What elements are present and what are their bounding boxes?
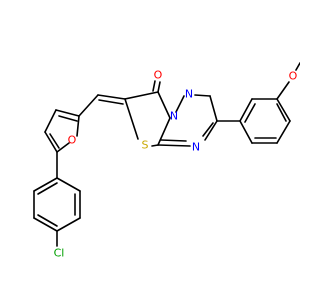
bond-f1-double (58, 115, 78, 122)
triazole-ring (157, 94, 218, 147)
chlorophenyl-ring (33, 177, 81, 247)
bond-c5-ch-double (98, 99, 124, 105)
bond-c2-n3 (204, 120, 218, 141)
bond-n3-c8a (157, 144, 191, 147)
bond-f4 (56, 142, 70, 153)
bond-n3-c8a-double (160, 139, 187, 142)
bond-b4 (276, 120, 291, 144)
thiazolone-ring (124, 91, 171, 147)
bond-n-c8a (157, 117, 171, 146)
furan-oxygen-label: O (68, 134, 77, 147)
bond-b6 (239, 120, 253, 144)
bond-f2 (44, 109, 57, 133)
bond-c2-n3-double (202, 122, 214, 137)
bond-o-c1 (295, 62, 300, 71)
bond-c-o-2 (152, 80, 156, 92)
bond-ch-furan (78, 94, 99, 117)
bond-p4 (33, 217, 58, 232)
butoxyphenyl-ring (239, 98, 291, 144)
thiazole-sulfur-label: S (142, 139, 149, 152)
bond-p4-double (37, 214, 58, 227)
bond-f3 (44, 131, 58, 153)
bond-b3 (276, 98, 291, 122)
bond-ring-o (276, 81, 290, 100)
bond-b3-double (276, 103, 287, 122)
bond-n-n (175, 95, 185, 113)
bond-f1 (55, 109, 80, 117)
butoxy-chain (276, 62, 300, 100)
molecule-structure: O N N N S O O Cl (33, 62, 300, 260)
bond-p3 (56, 217, 81, 232)
ether-oxygen-label: O (289, 70, 298, 83)
ring-nitrogen-3-label: N (192, 141, 200, 154)
bond-b1-double (244, 103, 256, 123)
bond-b1 (239, 98, 253, 122)
furan-ring (44, 109, 80, 153)
bond-c5-ch (97, 94, 126, 100)
atom-labels: O N N N S O O Cl (54, 69, 298, 260)
bond-c5-c6 (124, 91, 159, 100)
bond-c8a-s (151, 144, 159, 147)
ring-nitrogen-1-label: N (170, 110, 178, 123)
bond-c6-n (157, 91, 171, 119)
bond-p6-double (37, 182, 58, 195)
bond-p6 (33, 177, 58, 192)
molecule-canvas: O N N N S O O Cl (33, 62, 300, 260)
bond-c-o-1 (157, 81, 161, 93)
bond-p1 (56, 177, 81, 192)
exocyclic-alkene (78, 94, 126, 117)
carbonyl-group (152, 80, 161, 93)
bond-s-c5 (124, 98, 139, 140)
chlorine-label: Cl (54, 247, 65, 260)
bond-f3-double (49, 133, 60, 149)
bond-n-n2 (194, 94, 211, 97)
bond-n2-c2 (209, 95, 218, 122)
ring-nitrogen-2-label: N (185, 88, 193, 101)
bond-f5 (76, 115, 80, 137)
carbonyl-oxygen-label: O (154, 69, 163, 82)
